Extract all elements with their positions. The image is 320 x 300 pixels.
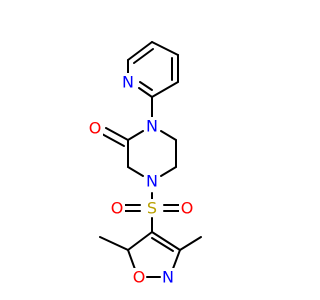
bond-pyridine-6 <box>138 87 153 98</box>
atom-n-isoxazole: N <box>160 268 176 287</box>
bond-pip-n4-c5 <box>160 166 177 177</box>
bond-carbonyl-1 <box>105 127 129 141</box>
bond-pip-c6-n1 <box>160 130 177 141</box>
atom-o-sulfonyl-right-bg <box>179 199 195 217</box>
bond-pyridine-2 <box>127 41 153 61</box>
atom-s-sulfonyl-bg <box>144 199 160 217</box>
bond-pip-c3-n4 <box>127 166 144 177</box>
bond-methyl-left <box>99 236 129 251</box>
atom-o-carbonyl: O <box>87 119 103 138</box>
bond-isox-c3-c4-b <box>151 237 174 252</box>
atom-o-isoxazole-label: O <box>133 268 146 287</box>
atom-o-sulfonyl-left-label: O <box>111 199 124 218</box>
atom-n-piperazine-4-bg <box>144 172 160 190</box>
bond-pyridine-3 <box>151 41 179 56</box>
atom-n-pyridine-bg <box>120 73 136 91</box>
atom-n-isoxazole-bg <box>160 268 176 286</box>
atom-o-sulfonyl-left: O <box>109 199 125 218</box>
atom-n-piperazine-4-label: N <box>146 172 158 191</box>
atom-o-sulfonyl-right-label: O <box>181 199 194 218</box>
atom-s-sulfonyl-label: S <box>147 199 157 218</box>
bond-carbonyl-2 <box>101 133 125 147</box>
atom-n-isoxazole-label: N <box>162 268 174 287</box>
atom-o-carbonyl-label: O <box>89 119 102 138</box>
atom-o-carbonyl-bg <box>87 119 103 137</box>
bond-lines <box>99 41 202 275</box>
bond-pyridine-6b <box>139 81 153 91</box>
bond-isox-c4-c5 <box>127 231 153 251</box>
chemical-structure-diagram: N N O N S O O O <box>87 41 202 287</box>
bond-methyl-right <box>179 236 202 251</box>
atom-n-piperazine-1-bg <box>144 117 160 135</box>
atom-n-piperazine-1: N <box>144 117 160 136</box>
bond-pyridine-5 <box>151 81 179 98</box>
atom-n-piperazine-4: N <box>144 172 160 191</box>
atom-o-isoxazole-bg <box>131 268 147 286</box>
atom-n-pyridine: N <box>120 73 136 92</box>
atom-n-piperazine-1-label: N <box>146 117 158 136</box>
atom-o-sulfonyl-right: O <box>179 199 195 218</box>
bond-pip-n1-c2 <box>127 130 144 141</box>
bond-isox-c3-c4 <box>151 231 181 251</box>
atom-n-pyridine-label: N <box>122 73 134 92</box>
atom-o-sulfonyl-left-bg <box>109 199 125 217</box>
bond-pyridine-2b <box>133 48 154 64</box>
atom-s-sulfonyl: S <box>144 199 160 218</box>
atom-labels: N N O N S O O O <box>87 73 195 287</box>
atom-o-isoxazole: O <box>131 268 147 287</box>
